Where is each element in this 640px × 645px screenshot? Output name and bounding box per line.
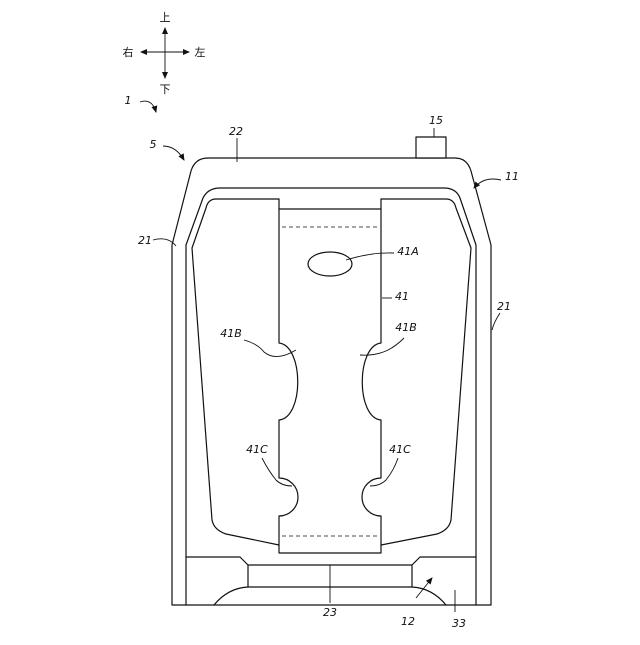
ref-41B-right: 41B: [395, 321, 417, 334]
ref-12: 12: [401, 615, 415, 628]
hole-41A: [308, 252, 352, 276]
ref-33: 33: [452, 617, 466, 630]
direction-up-label: 上: [160, 11, 171, 24]
direction-right-label: 右: [123, 45, 134, 59]
ref-22: 22: [229, 125, 243, 138]
ref-23: 23: [323, 606, 337, 619]
protrusion-15: [416, 137, 446, 158]
leader-lines: [153, 128, 501, 612]
leader-5: [163, 146, 184, 160]
ref-15: 15: [429, 114, 443, 127]
inner-frame: [186, 188, 476, 557]
ref-41A: 41A: [397, 245, 419, 258]
ref-41: 41: [395, 290, 409, 303]
ref-1: 1: [125, 94, 132, 107]
ref-41C-right: 41C: [389, 443, 411, 456]
ref-21-left: 21: [138, 234, 152, 247]
ref-41B-left: 41B: [220, 327, 242, 340]
ref-11: 11: [505, 170, 519, 183]
direction-left-label: 左: [195, 46, 206, 59]
ref-41C-left: 41C: [246, 443, 268, 456]
direction-compass: 上 下 右 左: [123, 11, 206, 96]
ref-21-right: 21: [497, 300, 511, 313]
ref-5: 5: [150, 138, 157, 151]
tray-left-panel: [192, 199, 279, 545]
direction-down-label: 下: [160, 83, 171, 96]
tray-right-panel: [381, 199, 471, 545]
base-bottom-rail: [186, 557, 476, 565]
leader-1: [140, 101, 156, 112]
outer-housing: [172, 158, 491, 605]
